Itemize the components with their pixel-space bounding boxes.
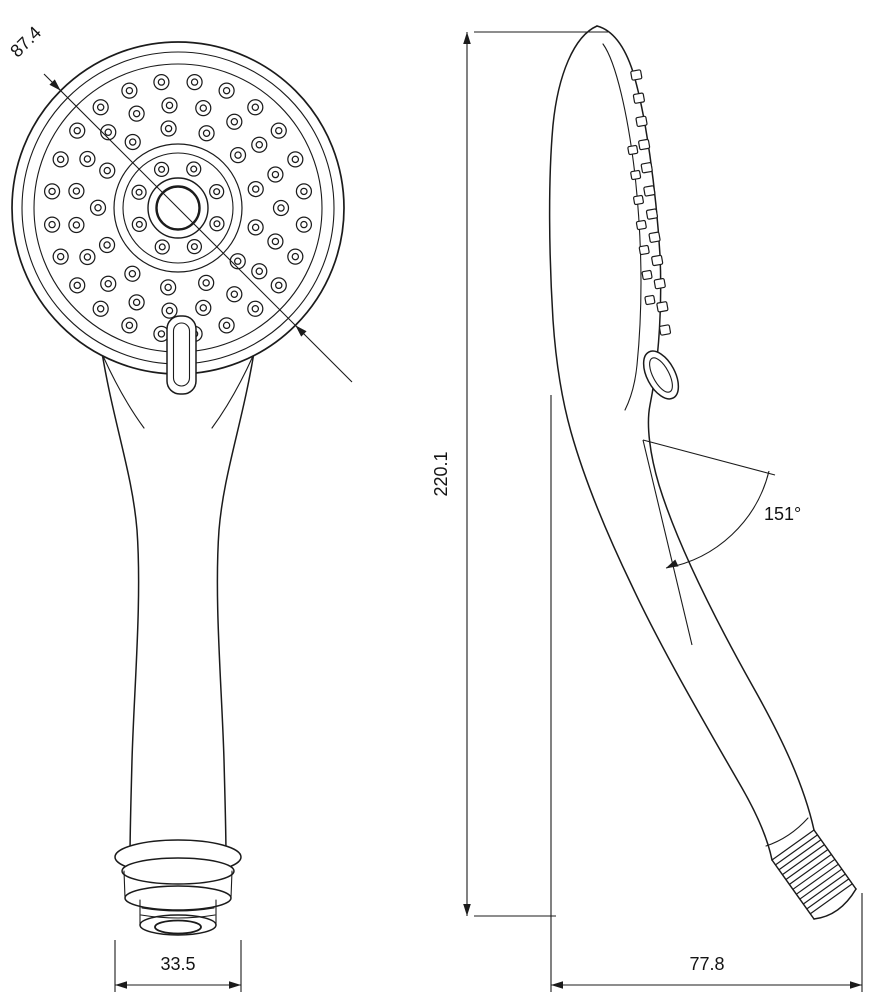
angle-dimension-label: 151° (764, 504, 801, 524)
front-nozzles (43, 73, 313, 343)
connector (114, 839, 242, 936)
length-dimension: 220.1 (431, 31, 608, 917)
neck-fillet-right (211, 355, 254, 429)
center-cap-inner (155, 185, 201, 231)
depth-dimension: 77.8 (550, 395, 863, 992)
thread-hatch (771, 829, 853, 915)
diameter-dimension-label: 87.4 (6, 22, 45, 61)
hook-inner (649, 357, 673, 393)
side-back-profile (548, 25, 773, 861)
connector-width-dimension: 33.5 (114, 940, 242, 992)
side-view-drawing: 220.1 77.8 151° (431, 25, 863, 992)
connector-opening (154, 919, 202, 935)
length-dimension-label: 220.1 (431, 451, 451, 496)
hook-outer (642, 350, 680, 400)
handle-outline (99, 339, 257, 859)
connector-nut-bottom (124, 885, 232, 911)
neck-fillet-left (102, 355, 145, 429)
connector-width-dimension-label: 33.5 (160, 954, 195, 974)
center-zone-inner (122, 152, 234, 264)
angle-dimension: 151° (642, 439, 801, 646)
side-front-profile (596, 25, 815, 831)
dimension-arrows (49, 32, 862, 989)
depth-dimension-label: 77.8 (689, 954, 724, 974)
connector-ring (121, 857, 235, 885)
side-face-plate-line (602, 43, 642, 411)
front-view-drawing: 87.4 33.5 (6, 22, 353, 992)
threaded-end (771, 829, 857, 920)
diverter-tab-inner (172, 322, 191, 387)
side-nozzles (627, 69, 672, 336)
handle-wrist-line (765, 817, 809, 847)
diverter-tab-outer (166, 315, 197, 395)
